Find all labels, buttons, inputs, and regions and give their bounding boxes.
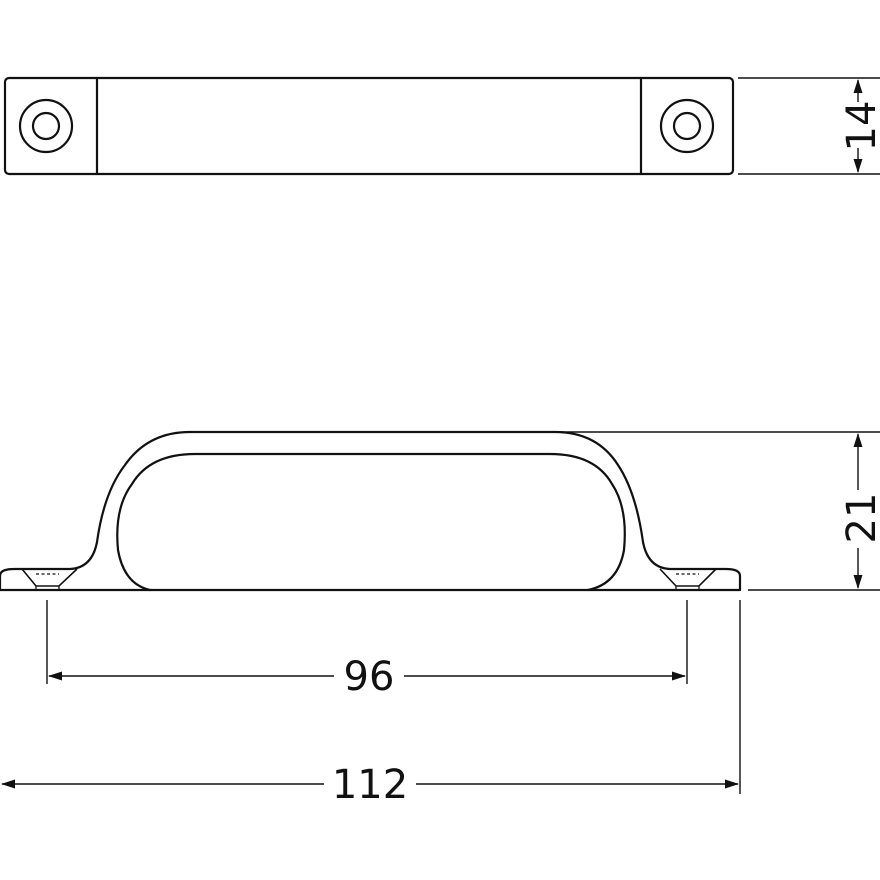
dimension-height-side: 21 [560,431,880,591]
left-mounting-hole-inner [31,111,61,141]
dimension-hole-spacing: 96 [46,600,688,700]
handle-outer-profile [0,430,742,592]
right-countersink [659,568,717,587]
side-view [0,430,742,592]
handle-inner-profile [116,452,626,592]
dimension-overall-length: 112 [1,600,741,808]
top-view-outline [3,76,735,176]
dimension-label-96: 96 [344,654,395,700]
left-mounting-hole-outer [18,98,74,154]
dimension-label-14: 14 [839,101,880,152]
right-mounting-hole-outer [659,98,715,154]
dimension-height-top: 14 [738,77,880,175]
dimension-label-112: 112 [332,762,408,808]
right-mounting-hole-inner [672,111,702,141]
dimension-label-21: 21 [839,493,880,544]
top-view [3,76,735,176]
left-countersink [21,568,78,587]
